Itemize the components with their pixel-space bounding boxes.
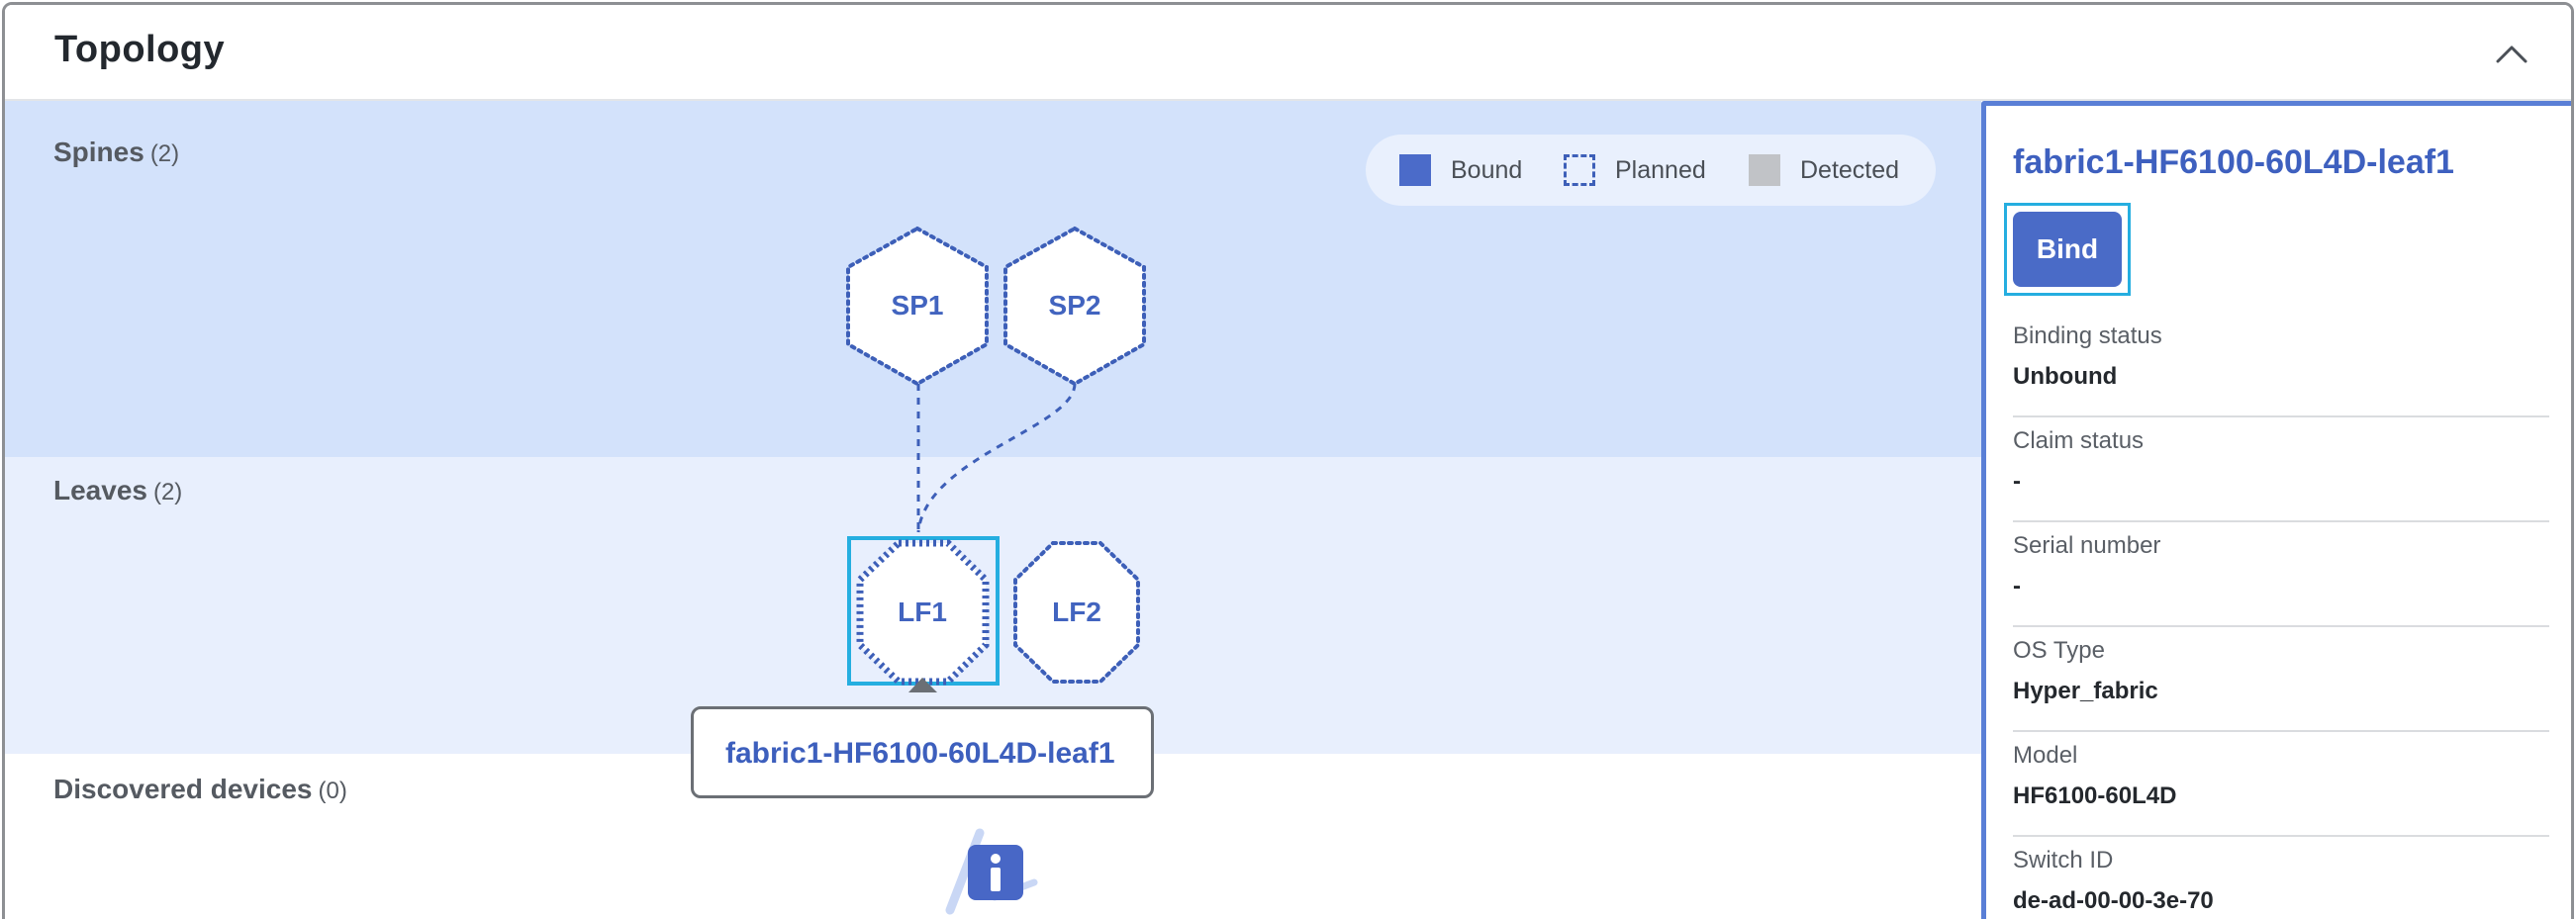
node-lf2[interactable]: LF2: [1013, 541, 1140, 684]
node-lf2-label: LF2: [1052, 597, 1101, 627]
node-sp2-label: SP2: [1049, 290, 1101, 321]
page-title: Topology: [54, 29, 226, 70]
bound-swatch-icon: [1399, 154, 1431, 186]
tooltip-text: fabric1-HF6100-60L4D-leaf1: [725, 737, 1115, 770]
planned-swatch-icon: [1564, 154, 1595, 186]
leaves-count: (2): [152, 479, 183, 505]
node-details-panel: fabric1-HF6100-60L4D-leaf1 Bind Binding …: [1981, 101, 2571, 919]
leaves-label: Leaves(2): [53, 475, 183, 505]
spines-count: (2): [149, 140, 180, 167]
tooltip-pointer: [908, 678, 937, 692]
field-switch-id: Switch ID de-ad-00-00-3e-70: [2013, 837, 2549, 919]
topology-graph: SP1 SP2 LF1 LF2: [846, 226, 1146, 915]
spines-label: Spines(2): [53, 137, 180, 167]
spines-band: Spines(2) Bound Planned Detected: [5, 101, 1981, 457]
field-os-type: OS Type Hyper_fabric: [2013, 627, 2549, 732]
card-header: Topology: [5, 5, 2571, 101]
details-title: fabric1-HF6100-60L4D-leaf1: [2013, 143, 2454, 181]
legend-planned: Planned: [1564, 154, 1706, 186]
bind-focus-ring: Bind: [2004, 203, 2131, 296]
legend-detected: Detected: [1749, 154, 1899, 186]
topology-canvas: Spines(2) Bound Planned Detected Le: [5, 101, 1981, 919]
node-sp1[interactable]: SP1: [846, 226, 989, 387]
chevron-up-icon[interactable]: [2492, 35, 2531, 74]
discovered-count: (0): [318, 778, 347, 804]
field-model: Model HF6100-60L4D: [2013, 732, 2549, 837]
node-lf1[interactable]: LF1: [847, 536, 1000, 686]
discovered-label: Discovered devices(0): [53, 774, 347, 804]
detected-swatch-icon: [1749, 154, 1780, 186]
link-sp2-lf1: [916, 383, 1077, 533]
info-icon: [945, 828, 1038, 915]
node-sp2[interactable]: SP2: [1003, 226, 1146, 387]
leaves-band: Leaves(2): [5, 457, 1981, 754]
legend-bound: Bound: [1399, 154, 1522, 186]
node-lf1-label: LF1: [898, 597, 947, 627]
legend: Bound Planned Detected: [1366, 135, 1936, 206]
bind-button[interactable]: Bind: [2013, 212, 2122, 287]
node-sp1-label: SP1: [892, 290, 944, 321]
node-tooltip: fabric1-HF6100-60L4D-leaf1: [691, 706, 1154, 798]
field-serial-number: Serial number -: [2013, 522, 2549, 627]
field-claim-status: Claim status -: [2013, 417, 2549, 522]
field-binding-status: Binding status Unbound: [2013, 313, 2549, 417]
